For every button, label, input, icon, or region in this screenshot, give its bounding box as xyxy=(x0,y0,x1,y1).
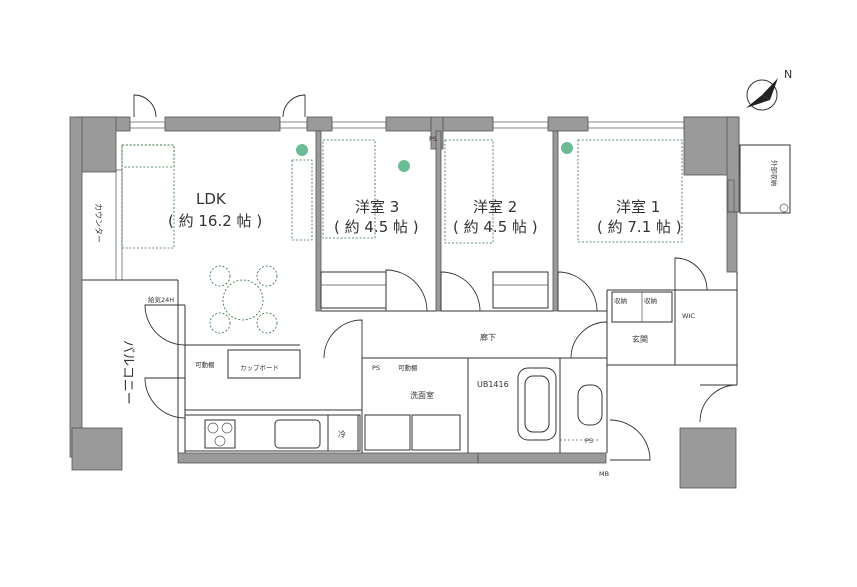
ldk-furniture xyxy=(121,139,683,334)
storage1-label: 収納 xyxy=(614,296,627,305)
fridge-label: 冷 xyxy=(338,429,346,439)
ps-label-bottom: PS xyxy=(585,437,593,445)
wic-label: WIC xyxy=(682,312,695,320)
outdoor-storage-box xyxy=(739,144,791,214)
room1-label: 洋室 1 xyxy=(616,198,660,216)
mb-label: MB xyxy=(599,470,609,478)
interior-lines xyxy=(82,272,738,453)
plants xyxy=(296,142,573,172)
ps-label-mid: PS xyxy=(372,364,380,372)
vent-label: 給気24H xyxy=(148,295,174,304)
interior-doors xyxy=(144,257,738,461)
movable-shelf-label: 可動棚 xyxy=(195,360,215,369)
balcony-doors xyxy=(133,94,306,118)
counter-label: カウンター xyxy=(94,203,103,243)
bathroom xyxy=(364,367,603,451)
ldk-label: LDK xyxy=(196,190,227,208)
ldk-size: ( 約 16.2 帖 ) xyxy=(168,212,262,230)
movable-shelf2-label: 可動棚 xyxy=(398,363,418,372)
cupboard-label: カップボード xyxy=(240,364,279,372)
hallway-label: 廊下 xyxy=(480,332,496,342)
ps-label-top: PS xyxy=(429,135,437,143)
washroom-label: 洗面室 xyxy=(410,390,434,400)
windows xyxy=(115,121,735,281)
room3-size: ( 約 4.5 帖 ) xyxy=(334,218,419,236)
compass-label: N xyxy=(784,68,792,81)
north-arrow-icon: N xyxy=(746,68,792,111)
room3-label: 洋室 3 xyxy=(355,198,399,216)
walls xyxy=(69,116,740,489)
entrance-label: 玄関 xyxy=(632,334,648,344)
bath-label: UB1416 xyxy=(477,380,509,389)
room2-label: 洋室 2 xyxy=(473,198,517,216)
balcony-label: バルコニー xyxy=(120,340,135,405)
room1-size: ( 約 7.1 帖 ) xyxy=(597,218,682,236)
storage2-label: 収納 xyxy=(644,296,657,305)
outdoor-storage-label: 外部収納 xyxy=(770,160,779,186)
kitchen xyxy=(184,349,361,452)
room2-size: ( 約 4.5 帖 ) xyxy=(453,218,538,236)
